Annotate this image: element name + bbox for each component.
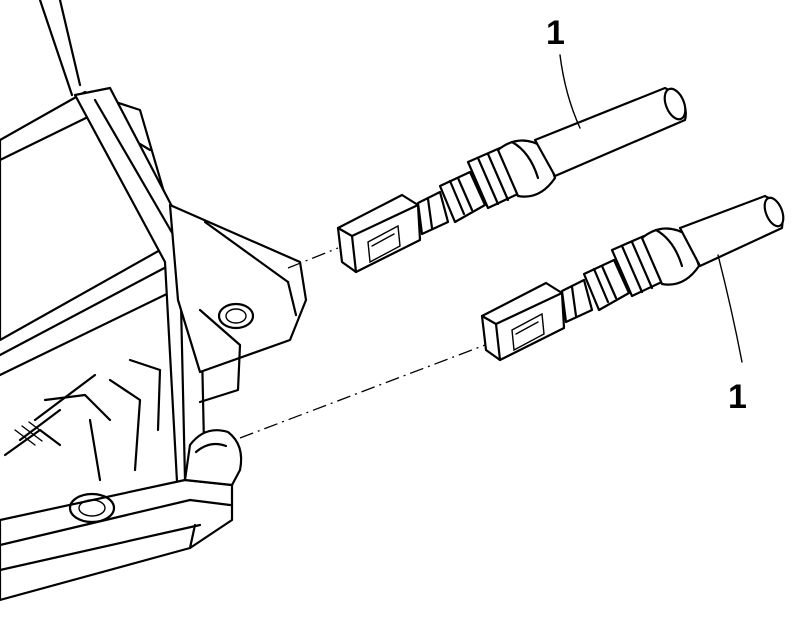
lower-connector (482, 195, 787, 362)
upper-connector (338, 55, 689, 272)
callout-label-lower: 1 (728, 378, 747, 416)
alignment-lines (240, 248, 485, 438)
housing (0, 0, 306, 600)
callout-label-upper: 1 (546, 14, 565, 52)
